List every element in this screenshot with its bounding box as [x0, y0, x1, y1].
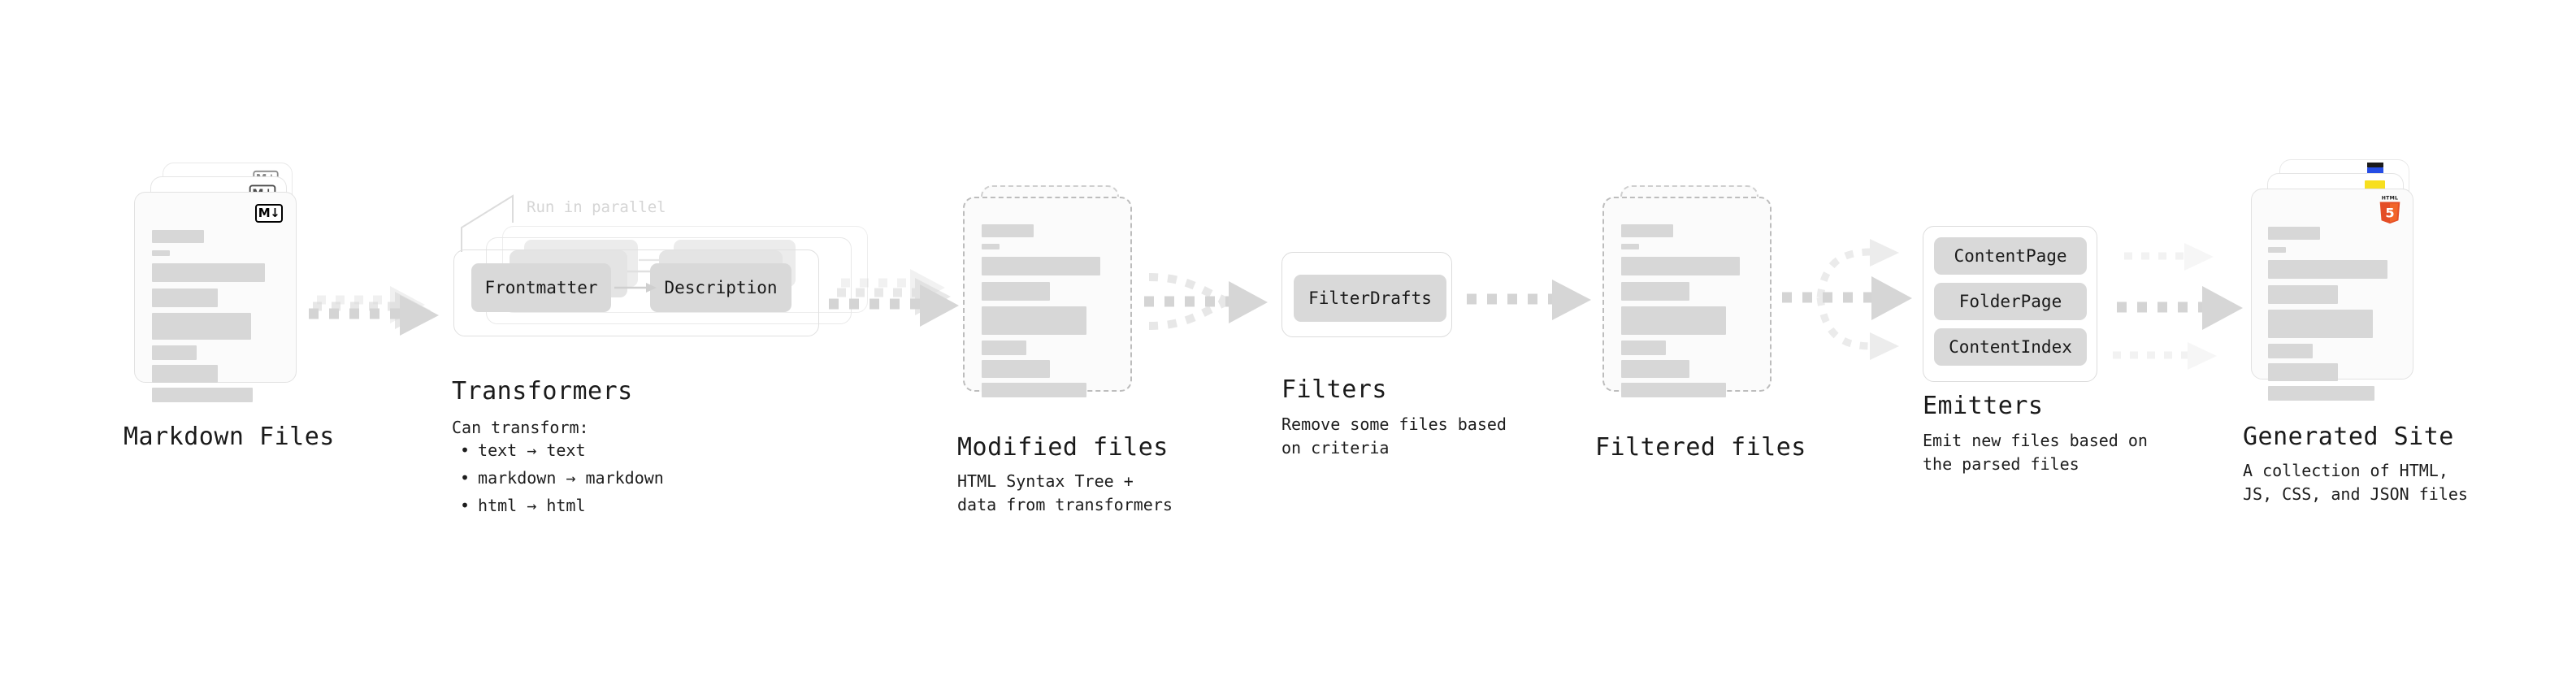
transformers-title: Transformers [452, 377, 633, 406]
generated-card-front: HTML 5 [2251, 189, 2413, 401]
modified-files-title: Modified files [957, 433, 1169, 462]
generated-site-card-stack: HTML 5 [2247, 159, 2458, 401]
skeleton-bar [2268, 260, 2387, 279]
bullet-text: text → text [478, 440, 586, 460]
emitters-desc: Emit new files based on the parsed files [1923, 431, 2148, 474]
skeleton-bar [152, 288, 218, 307]
skeleton-bar [2268, 247, 2286, 253]
transformers-desc: Can transform: [452, 418, 589, 437]
filters-desc: Remove some files based on criteria [1281, 414, 1507, 458]
filtered-files-card-stack [1602, 185, 1789, 405]
svg-text:5: 5 [2385, 206, 2394, 221]
emitters-title: Emitters [1923, 392, 2044, 420]
generated-site-desc: A collection of HTML, JS, CSS, and JSON … [2243, 461, 2468, 504]
skeleton-bar [1621, 282, 1689, 301]
filtered-card-front [1602, 197, 1772, 397]
skeleton-bar [152, 345, 197, 360]
emitter-node-contentpage[interactable]: ContentPage [1934, 237, 2087, 275]
modified-files-card-stack [963, 185, 1150, 405]
markdown-badge: M↓ [255, 204, 283, 223]
skeleton-bar [152, 230, 204, 243]
skeleton-bar [982, 282, 1050, 301]
modified-files-desc: HTML Syntax Tree + data from transformer… [957, 471, 1173, 514]
skeleton-bar [152, 388, 253, 402]
skeleton-bar [982, 340, 1026, 355]
transformers-bullets: • text → text • markdown → markdown • ht… [460, 439, 664, 518]
skeleton-bar [1621, 383, 1726, 397]
skeleton-bar [982, 257, 1100, 275]
skeleton-bar [2268, 363, 2338, 381]
arrow-filtered-to-emitters [1782, 239, 1912, 360]
skeleton-bar [1621, 340, 1666, 355]
skeleton-bar [982, 244, 1000, 249]
skeleton-bar [1621, 306, 1726, 335]
emitter-node-contentindex[interactable]: ContentIndex [1934, 328, 2087, 366]
bullet-text: markdown → markdown [478, 468, 664, 488]
filtered-files-title: Filtered files [1595, 433, 1806, 462]
run-in-parallel-label: Run in parallel [527, 198, 666, 216]
arrow-filters-to-filtered [1467, 280, 1591, 320]
svg-text:HTML: HTML [2382, 196, 2399, 202]
transformer-panel-front [453, 249, 819, 336]
skeleton-bar [152, 263, 265, 282]
skeleton-bar [152, 313, 251, 340]
skeleton-bar [1621, 224, 1673, 237]
html5-badge: HTML 5 [2377, 194, 2403, 225]
skeleton-bar [1621, 244, 1639, 249]
transformer-node-frontmatter[interactable]: Frontmatter [471, 263, 611, 312]
emitter-node-folderpage[interactable]: FolderPage [1934, 283, 2087, 320]
filter-node-filterdrafts[interactable]: FilterDrafts [1294, 275, 1446, 322]
arrow-emitters-to-generated [2113, 243, 2243, 370]
generated-site-title: Generated Site [2243, 423, 2454, 451]
skeleton-bar [982, 383, 1086, 397]
arrow-modified-to-filters [1144, 273, 1268, 330]
transformer-node-description[interactable]: Description [650, 263, 791, 312]
skeleton-bar [2268, 227, 2320, 240]
skeleton-bar [2268, 344, 2313, 358]
skeleton-bar [982, 224, 1034, 237]
modified-card-front [963, 197, 1132, 397]
css-badge-top [2367, 163, 2383, 167]
markdown-files-title: Markdown Files [124, 423, 335, 451]
bullet-dot: • [460, 496, 471, 515]
arrow-markdown-to-transformers [309, 286, 439, 336]
skeleton-bar [2268, 285, 2338, 304]
skeleton-bar [2268, 386, 2374, 401]
bullet-text: html → html [478, 496, 586, 515]
skeleton-bar [1621, 257, 1740, 275]
filters-title: Filters [1281, 375, 1387, 404]
markdown-files-card-stack: M↓ M↓ M↓ [130, 163, 317, 402]
bullet-dot: • [460, 468, 471, 488]
bullet-dot: • [460, 440, 471, 460]
skeleton-bar [152, 365, 218, 383]
skeleton-bar [152, 250, 170, 256]
skeleton-bar [982, 360, 1050, 378]
run-in-parallel-bracket [461, 194, 514, 252]
markdown-card-front: M↓ [134, 192, 297, 402]
skeleton-bar [2268, 310, 2373, 338]
skeleton-bar [982, 306, 1086, 335]
skeleton-bar [1621, 360, 1689, 378]
